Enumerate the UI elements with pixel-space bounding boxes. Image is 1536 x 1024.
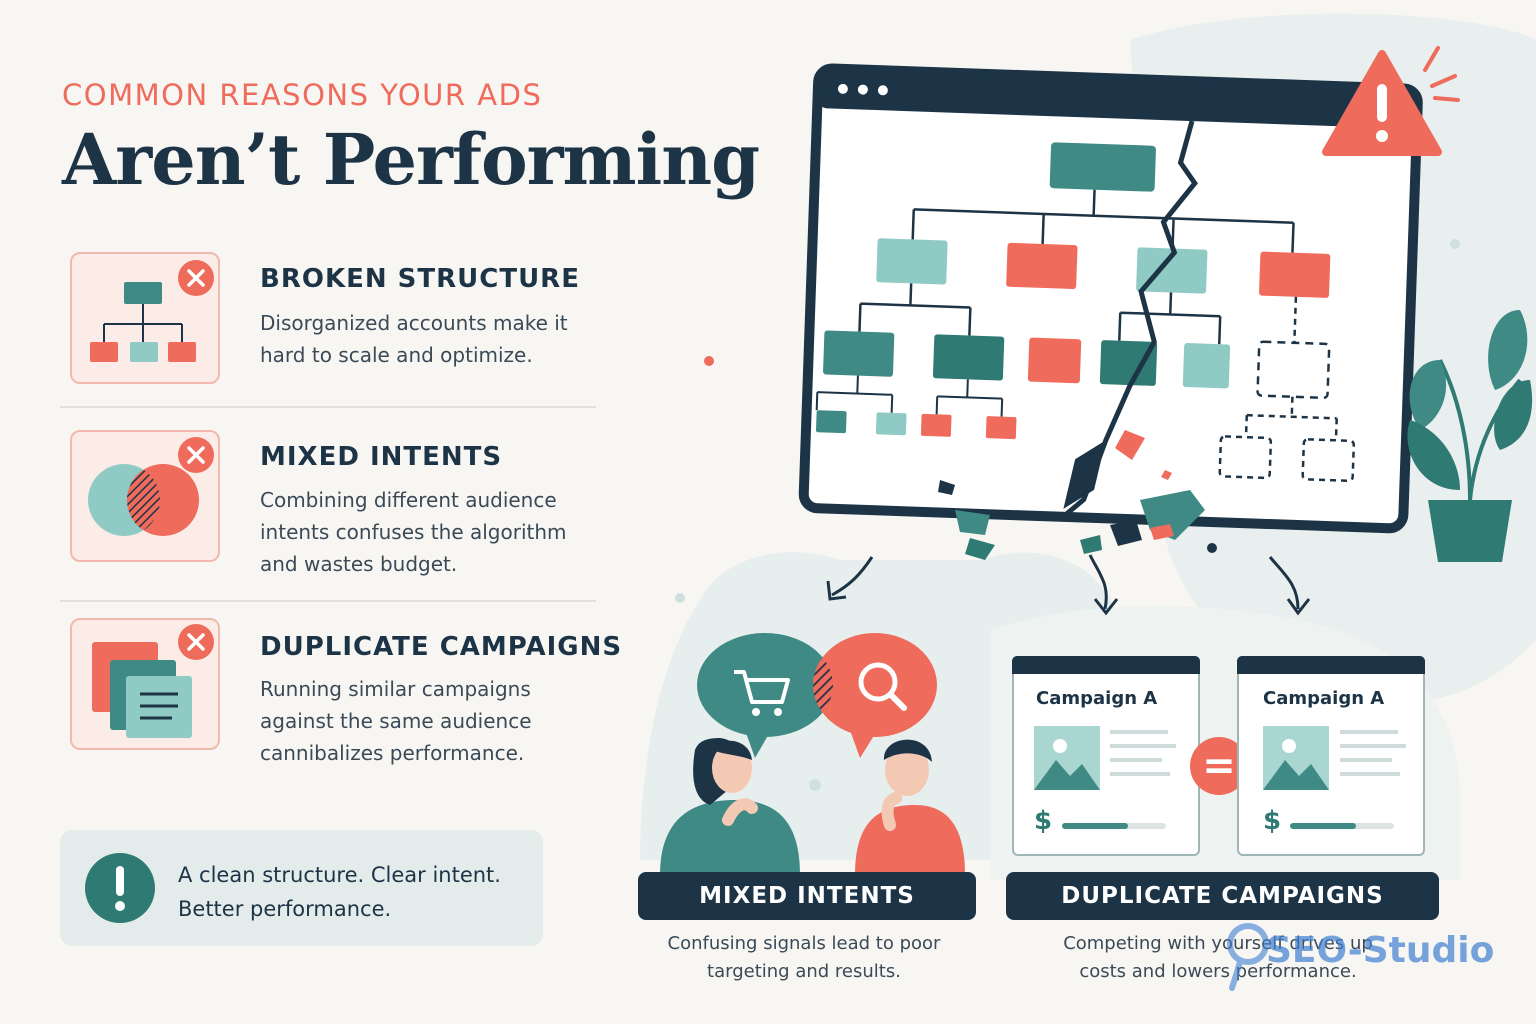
mixed-intents-description: Confusing signals lead to poor targeting… <box>667 933 941 982</box>
magnifier-icon <box>858 662 907 711</box>
plant-icon <box>1407 310 1533 562</box>
duplicate-campaigns-card-icon <box>70 618 220 750</box>
duplicate-campaigns-description: Competing with yourself drives up costs … <box>1063 933 1373 982</box>
equals-sign: = <box>1202 743 1236 789</box>
currency-symbol: $ <box>1263 806 1282 836</box>
reason-desc-duplicate-campaigns: Running similar campaigns against the sa… <box>260 677 532 765</box>
error-x-icon <box>178 624 214 660</box>
mixed-intents-illustration <box>660 633 965 875</box>
budget-bar <box>1290 823 1394 829</box>
venn-overlap-icon <box>88 464 199 536</box>
watermark: SEO-Studio <box>1266 930 1495 971</box>
hierarchy-icon <box>90 282 196 362</box>
warning-icon <box>1322 46 1460 156</box>
reason-desc-broken-structure: Disorganized accounts make it hard to sc… <box>260 311 568 367</box>
text-lines <box>1340 730 1406 776</box>
budget-bar <box>1062 823 1166 829</box>
divider <box>60 406 596 408</box>
callout-text: A clean structure. Clear intent. Better … <box>178 863 501 921</box>
reason-title-mixed-intents: MIXED INTENTS <box>260 442 503 472</box>
eyebrow-heading: COMMON REASONS YOUR ADS <box>62 78 543 112</box>
page-title: Aren’t Performing <box>62 118 760 201</box>
broken-account-window <box>798 63 1423 560</box>
mixed-intents-card-icon <box>70 430 220 562</box>
reason-title-broken-structure: BROKEN STRUCTURE <box>260 264 580 294</box>
duplicate-campaigns-banner: DUPLICATE CAMPAIGNS <box>1006 872 1439 920</box>
image-placeholder-icon <box>1263 726 1329 790</box>
stacked-documents-icon <box>92 642 192 738</box>
campaign-card-titlebar <box>1012 656 1200 674</box>
mixed-intents-banner: MIXED INTENTS <box>638 872 976 920</box>
campaign-card-titlebar <box>1237 656 1425 674</box>
reason-desc-mixed-intents: Combining different audience intents con… <box>260 488 567 576</box>
campaign-title: Campaign A <box>1263 688 1385 709</box>
exclamation-icon <box>85 853 155 923</box>
image-placeholder-icon <box>1034 726 1100 790</box>
divider <box>60 600 596 602</box>
error-x-icon <box>178 260 214 296</box>
equals-badge <box>1190 737 1248 795</box>
text-lines <box>1110 730 1176 776</box>
currency-symbol: $ <box>1034 806 1053 836</box>
shopping-cart-icon <box>734 670 790 716</box>
campaign-title: Campaign A <box>1036 688 1158 709</box>
watermark-logo-icon <box>1227 923 1269 991</box>
arrow-icons <box>826 554 1311 616</box>
error-x-icon <box>178 437 214 473</box>
reason-title-duplicate-campaigns: DUPLICATE CAMPAIGNS <box>260 632 623 662</box>
